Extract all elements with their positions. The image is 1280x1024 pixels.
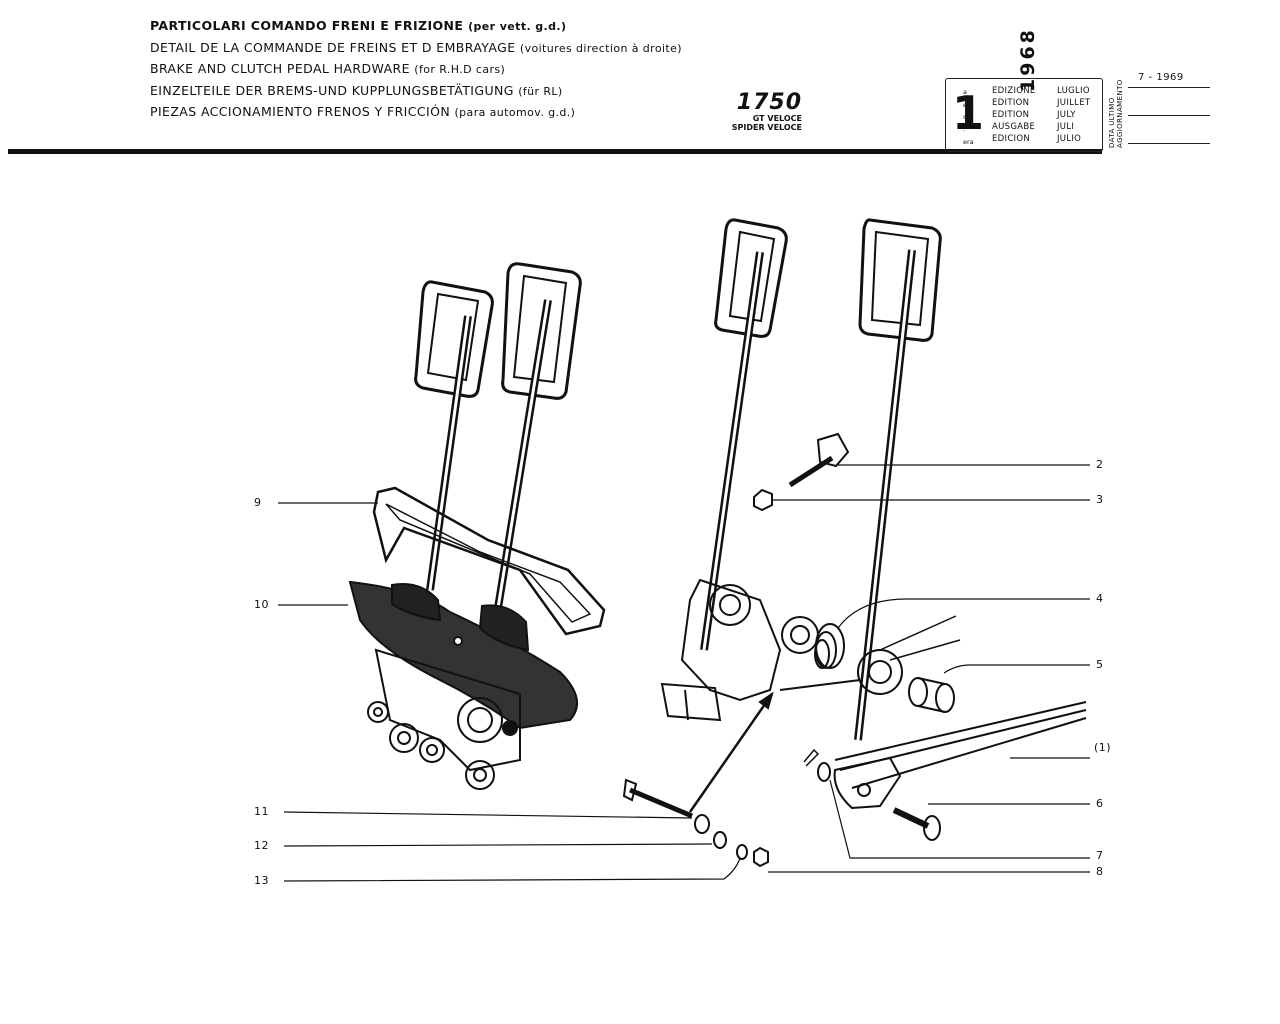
- edition-month: LUGLIO: [1057, 86, 1090, 96]
- header-rule: [8, 149, 1102, 154]
- exploded-pedals: [622, 218, 1087, 868]
- callout-11: 11: [254, 805, 269, 818]
- title-french-main: DETAIL DE LA COMMANDE DE FREINS ET D EMB…: [150, 39, 516, 55]
- model-variant-spider: SPIDER VELOCE: [731, 123, 802, 132]
- edition-number: 1: [952, 86, 985, 140]
- callout-12: 12: [254, 839, 269, 852]
- edition-month: JULI: [1057, 122, 1075, 132]
- callout-2: 2: [1096, 458, 1104, 471]
- edition-label: AUSGABE: [992, 122, 1036, 132]
- title-french-note: (voitures direction à droite): [519, 41, 682, 55]
- title-german: EINZELTEILE DER BREMS-UND KUPPLUNGSBETÄT…: [150, 81, 682, 103]
- callout-4: 4: [1096, 592, 1104, 605]
- update-rule: [1128, 87, 1210, 88]
- title-italian-note: (per vett. g.d.): [468, 20, 567, 33]
- edition-suffix: era: [963, 138, 974, 146]
- header-titles: PARTICOLARI COMANDO FRENI E FRIZIONE (pe…: [150, 16, 682, 124]
- update-rule: [1128, 143, 1210, 144]
- edition-suffix: .: [963, 125, 966, 133]
- title-spanish-main: PIEZAS ACCIONAMIENTO FRENOS Y FRICCIÓN: [150, 104, 451, 119]
- callout-5: 5: [1096, 658, 1104, 671]
- callout-7: 7: [1096, 849, 1104, 862]
- title-italian: PARTICOLARI COMANDO FRENI E FRIZIONE (pe…: [150, 16, 682, 38]
- title-spanish: PIEZAS ACCIONAMIENTO FRENOS Y FRICCIÓN (…: [150, 102, 682, 124]
- edition-label: EDITION: [992, 110, 1030, 120]
- title-english-main: BRAKE AND CLUTCH PEDAL HARDWARE: [150, 61, 410, 76]
- edition-label: EDICION: [992, 134, 1031, 144]
- callout-9: 9: [254, 496, 262, 509]
- update-rule: [1128, 115, 1210, 116]
- edition-label: EDITION: [992, 98, 1030, 108]
- callout-1: (1): [1094, 741, 1112, 754]
- title-german-note: (für RL): [518, 84, 563, 98]
- callout-10: 10: [254, 598, 269, 611]
- callout-8: 8: [1096, 865, 1104, 878]
- model-variant-gt: GT VELOCE: [752, 114, 802, 123]
- callout-3: 3: [1096, 493, 1104, 506]
- title-english-note: (for R.H.D cars): [414, 63, 506, 76]
- title-english: BRAKE AND CLUTCH PEDAL HARDWARE (for R.H…: [150, 59, 682, 81]
- title-italian-main: PARTICOLARI COMANDO FRENI E FRIZIONE: [150, 18, 464, 33]
- update-date: 7 - 1969: [1138, 72, 1184, 83]
- callout-13: 13: [254, 874, 269, 887]
- callout-6: 6: [1096, 797, 1104, 810]
- title-spanish-note: (para automov. g.d.): [454, 106, 576, 119]
- edition-suffix: st: [963, 113, 969, 121]
- leader-lines: [278, 464, 1090, 882]
- edition-month: JUILLET: [1057, 98, 1091, 108]
- edition-suffix: ere: [963, 101, 974, 109]
- title-french: DETAIL DE LA COMMANDE DE FREINS ET D EMB…: [150, 38, 682, 60]
- model-number: 1750: [736, 90, 802, 115]
- edition-month: JULIO: [1057, 134, 1082, 144]
- model-block: 1750 GT VELOCE SPIDER VELOCE: [722, 90, 802, 133]
- edition-label: EDIZIONE: [992, 86, 1036, 96]
- title-german-main: EINZELTEILE DER BREMS-UND KUPPLUNGSBETÄT…: [150, 82, 514, 98]
- edition-box: [945, 78, 1103, 152]
- edition-suffix: a: [963, 88, 967, 96]
- edition-month: JULY: [1057, 110, 1076, 120]
- assembled-pedal-box: [348, 262, 606, 790]
